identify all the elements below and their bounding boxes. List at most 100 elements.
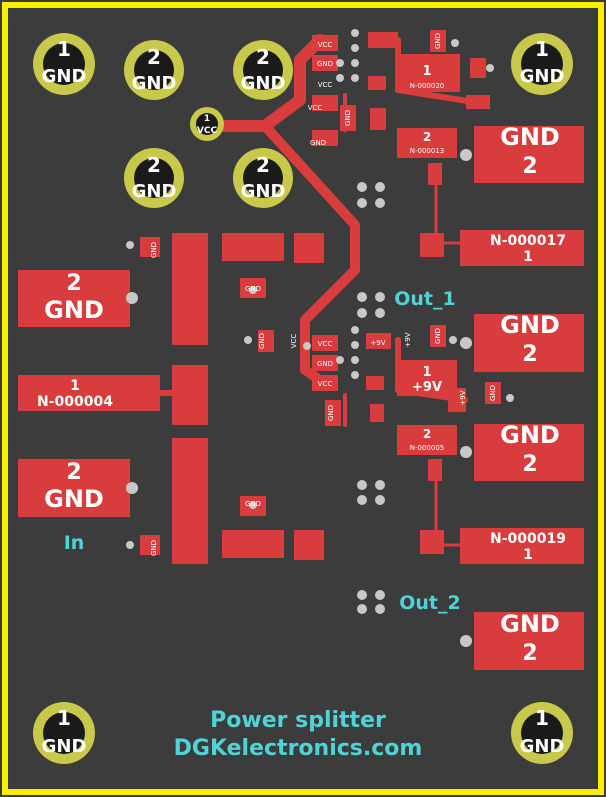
pin-net-label: GND [42, 736, 87, 757]
pin-number: 2 [147, 45, 161, 69]
connector-right-gnd-2: GND 2 [460, 311, 584, 372]
pin-number: 2 [256, 153, 270, 177]
pad-cap-top [294, 233, 324, 263]
pin-number: 1 [70, 378, 80, 394]
connector-right-out2: N-000019 1 [460, 528, 584, 564]
label-in: In [64, 532, 85, 554]
pin-net-label: N-000019 [490, 531, 566, 547]
pad-tall-bottom [172, 438, 208, 564]
pad-label-gnd: GND [310, 139, 326, 147]
connector-right-out1: N-000017 1 [460, 230, 584, 266]
regulator-1: 1 N-000020 [368, 32, 490, 130]
pad-gnd-4 [485, 382, 501, 404]
pin-number: 2 [147, 153, 161, 177]
label-out-2: Out_2 [399, 592, 460, 614]
pin-number: 2 [256, 45, 270, 69]
pad-label-vcc: VCC [318, 380, 333, 388]
power-pad-gnd-3: 2 GND [124, 148, 184, 208]
pad-label-vcc: VCC [290, 334, 298, 349]
pad-gnd-2 [140, 535, 160, 555]
pad-gnd-1 [140, 237, 160, 257]
pad-label-vcc: VCC [318, 340, 333, 348]
pad-mid [172, 365, 208, 425]
pin-number: 2 [66, 460, 81, 485]
pin-number: 2 [423, 427, 431, 441]
pad-label-gnd: GND [434, 328, 442, 344]
pin-number: 2 [522, 641, 537, 666]
pin-net-label: GND [241, 181, 286, 202]
connector-left-gnd-top: 2 GND [18, 270, 138, 327]
pad-label-vcc: VCC [318, 41, 333, 49]
pad-l2-b [428, 459, 442, 481]
vcc-trunk-trace [260, 121, 360, 385]
pin-number: 2 [522, 154, 537, 179]
pin-net-label: GND [42, 66, 87, 87]
mount-hole-top-right: 1 GND [511, 33, 573, 95]
pad-gnd-5 [430, 30, 446, 52]
pin-net-label: GND [500, 610, 560, 638]
pad-label-gnd: GND [317, 60, 333, 68]
connector-right-gnd-4: GND 2 [460, 610, 584, 670]
pin-number: 2 [423, 130, 431, 144]
pad-label-gnd: GND [245, 500, 261, 508]
pad-gnd-11 [325, 400, 341, 426]
pin-net-label: GND [241, 73, 286, 94]
mount-hole-bottom-right: 1 GND [511, 702, 573, 764]
pin-net-label: GND [520, 66, 565, 87]
pad-label-gnd: GND [489, 385, 497, 401]
pad-vcc-4 [312, 375, 338, 391]
mount-hole-top-left: 1 GND [33, 33, 95, 95]
pin-net-label: GND [520, 736, 565, 757]
company-name: DGKelectronics.com [174, 736, 423, 761]
pin-net-label: VCC [197, 126, 218, 136]
pad-label-gnd: GND [327, 405, 335, 421]
pad-gnd-7 [470, 58, 486, 78]
pad-vcc-1 [312, 35, 338, 51]
pin-net-label: GND [132, 181, 177, 202]
pad-gnd-9 [312, 130, 338, 146]
power-pad-gnd-2: 2 GND [233, 40, 293, 100]
power-pad-vcc: 1 VCC [190, 107, 224, 141]
pad-label-gnd: GND [434, 33, 442, 49]
pad-gnd-10 [312, 355, 338, 371]
pin-number: 1 [422, 365, 431, 380]
pad-label-9v: +9V [459, 390, 467, 405]
pad-label-gnd: GND [245, 285, 261, 293]
pin-net-label: +9V [412, 380, 442, 395]
pad-gnd-8 [312, 55, 338, 71]
regulator-2: 1 +9V [366, 333, 466, 422]
pad-label-vcc: VCC [318, 81, 333, 89]
pad-gnd-12 [340, 105, 356, 131]
pin-number: 1 [57, 706, 71, 730]
pin-net-label: GND [500, 123, 560, 151]
pad-tall-top [172, 233, 208, 345]
pin-number: 2 [66, 271, 81, 296]
pin-net-label: GND [132, 73, 177, 94]
pin-net-label: N-000005 [410, 444, 444, 452]
small-pad-labels: VCC GND VCC VCC GND VCC GND VCC +9V GND … [150, 33, 497, 556]
inductor-2: 2 N-000005 [397, 425, 457, 455]
pin-number: 2 [522, 452, 537, 477]
connector-right-gnd-1: GND 2 [460, 123, 584, 183]
pin-number: 1 [422, 64, 431, 79]
pad-l1-b [428, 163, 442, 185]
power-pad-gnd-1: 2 GND [124, 40, 184, 100]
vias [126, 29, 514, 614]
pin-net-label: N-000017 [490, 233, 566, 249]
pin-net-label: GND [500, 311, 560, 339]
vcc-trace [202, 34, 326, 132]
pad-label-gnd: GND [344, 110, 352, 126]
pin-number: 1 [535, 37, 549, 61]
board-title: Power splitter [210, 708, 386, 733]
pad-gnd-3 [258, 330, 274, 352]
power-pad-gnd-4: 2 GND [233, 148, 293, 208]
pin-number: 1 [523, 249, 533, 265]
pin-number: 1 [204, 114, 210, 124]
pad-out1-a [420, 233, 444, 257]
pin-number: 2 [522, 342, 537, 367]
connector-left-gnd-bottom: 2 GND [18, 459, 138, 517]
pin-net-label: N-000013 [410, 147, 444, 155]
pad-res-top [222, 233, 284, 261]
